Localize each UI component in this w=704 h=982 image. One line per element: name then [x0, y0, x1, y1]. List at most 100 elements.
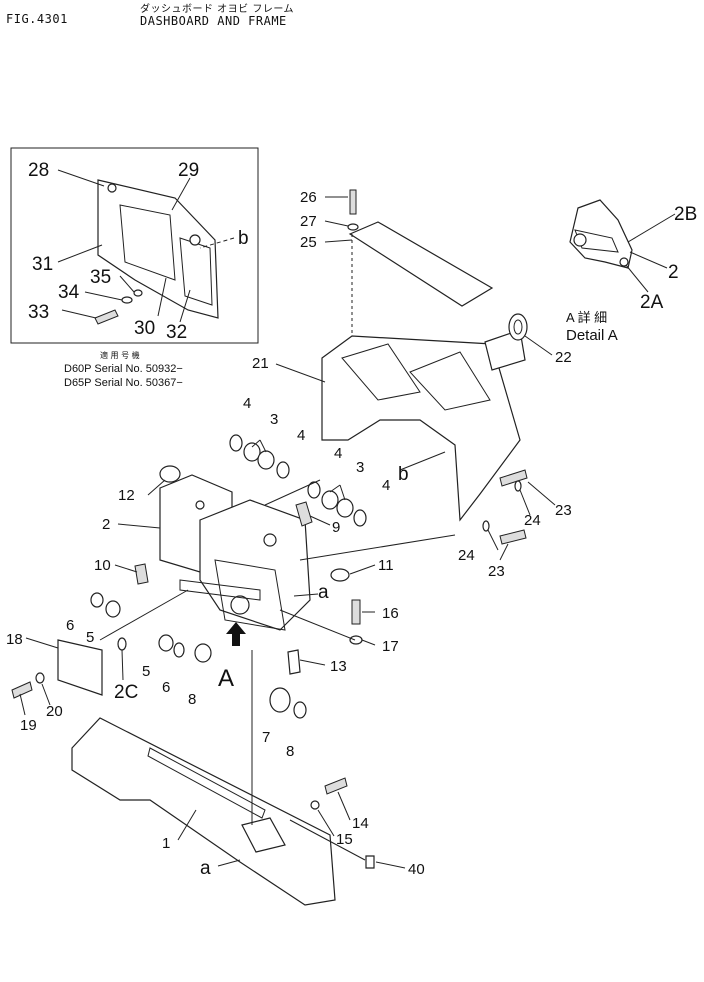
guide-line [279, 609, 356, 641]
guide-line [99, 589, 189, 641]
serial-d60p: D60P Serial No. 50932− [64, 363, 183, 375]
washer-4 [353, 509, 367, 527]
leader [519, 489, 531, 516]
applicable-serials-jp: 適 用 号 機 [100, 350, 140, 360]
top-cover-25 [347, 189, 494, 340]
leader [625, 264, 649, 293]
callout-4: 4 [297, 427, 305, 444]
callout-3: 3 [270, 411, 278, 428]
leader [61, 309, 97, 319]
detail-a: 2B 2 2A A 詳 細 Detail A [566, 199, 697, 344]
leader [179, 289, 191, 323]
leader [57, 244, 103, 263]
callout-6: 6 [66, 617, 74, 634]
detail-a-pin [573, 233, 587, 247]
washer-15 [310, 800, 320, 810]
grommet-22 [508, 313, 528, 341]
washer-4 [276, 461, 290, 479]
callout-a: a [318, 582, 329, 603]
view-arrow-A [226, 622, 246, 646]
detail-label-2A: 2A [640, 292, 664, 313]
title-english: DASHBOARD AND FRAME [140, 14, 287, 28]
callout-21: 21 [252, 355, 269, 372]
callout-5: 5 [86, 629, 94, 646]
frame-body [321, 335, 521, 522]
callout-40: 40 [408, 861, 425, 878]
mount-bar [179, 579, 261, 601]
washer-6 [90, 592, 104, 608]
frame-opening [409, 351, 491, 411]
callout-2C: 2C [114, 682, 138, 703]
serial-d65p: D65P Serial No. 50367− [64, 377, 183, 389]
leader [41, 683, 51, 706]
inset-label-31: 31 [32, 254, 53, 275]
bushing-3 [321, 490, 339, 510]
leader [524, 335, 553, 356]
callout-2: 2 [102, 516, 110, 533]
leader [324, 239, 353, 243]
inset-bolt-33 [94, 309, 119, 325]
frame-21 [321, 313, 528, 522]
detail-label-2B: 2B [674, 204, 697, 225]
callout-4: 4 [243, 395, 251, 412]
leader [251, 439, 261, 448]
dashboard-bracket [241, 817, 286, 853]
leader [629, 251, 668, 269]
leader [375, 861, 406, 869]
leader [121, 649, 124, 681]
washer-24 [514, 480, 522, 492]
leader [117, 523, 161, 529]
detail-a-title-en: Detail A [566, 327, 618, 344]
lower-dashboard-1 [71, 717, 375, 906]
callout-a: a [200, 858, 211, 879]
grommet-12 [159, 465, 181, 483]
leader [157, 277, 167, 317]
callout-18: 18 [6, 631, 23, 648]
callout-27: 27 [300, 213, 317, 230]
guide-b [399, 451, 446, 471]
callout-leaders [19, 196, 556, 869]
leader [177, 809, 197, 841]
bushing-8 [194, 643, 212, 663]
dashboard-assembly [11, 434, 528, 719]
callout-5: 5 [142, 663, 150, 680]
callout-25: 25 [300, 234, 317, 251]
leader-b [199, 237, 235, 249]
bolt-16 [351, 599, 361, 625]
plug-9 [295, 501, 313, 527]
clip-13 [287, 649, 301, 675]
leader [337, 791, 351, 821]
inset-dashboard-panel [97, 179, 219, 319]
bolt-23 [499, 469, 528, 487]
leader [499, 543, 509, 561]
title-japanese: ダッシュボード オヨビ フレーム [140, 4, 295, 15]
bushing-3 [257, 450, 275, 470]
inset-label-30: 30 [134, 318, 155, 339]
leader [487, 529, 499, 551]
inset-label-34: 34 [58, 282, 80, 303]
washer-17 [349, 635, 363, 645]
callout-3: 3 [356, 459, 364, 476]
leader [329, 484, 341, 493]
bolt-19 [11, 681, 33, 699]
inset-label-35: 35 [90, 267, 111, 288]
callout-22: 22 [555, 349, 572, 366]
callout-23: 23 [488, 563, 505, 580]
guide-line [289, 819, 366, 861]
leader [324, 220, 349, 227]
callout-12: 12 [118, 487, 135, 504]
inset-label-29: 29 [178, 160, 199, 181]
inset-border [10, 147, 259, 344]
grommet-22-hole [513, 319, 523, 335]
bracket-18 [57, 639, 103, 696]
plug-10 [134, 563, 149, 585]
inset-panel-recess [119, 204, 176, 281]
detail-a-pin [619, 257, 629, 267]
inset-label-33: 33 [28, 302, 49, 323]
guide-a [293, 593, 319, 597]
callout-9: 9 [332, 519, 340, 536]
callout-6: 6 [162, 679, 170, 696]
detail-label-2: 2 [668, 262, 679, 283]
leader [84, 291, 123, 301]
